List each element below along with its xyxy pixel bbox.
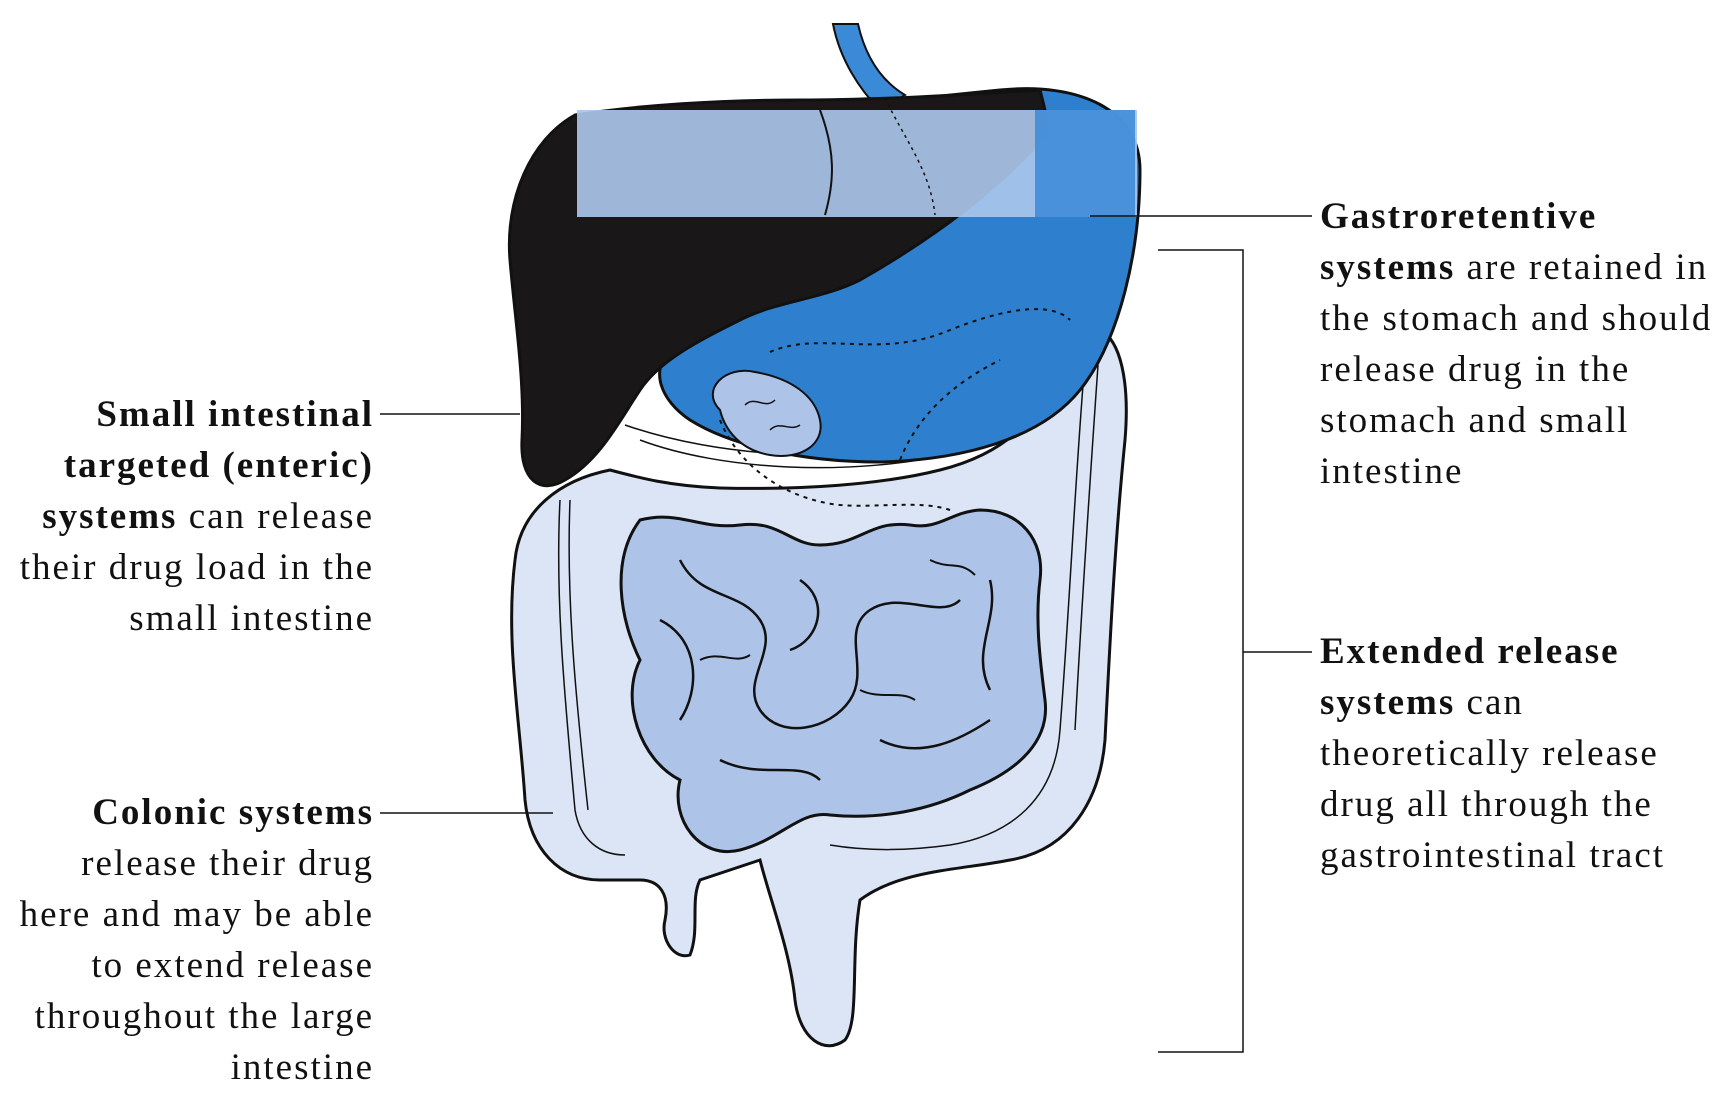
label-small-intestinal: Small intestinal targeted (enteric) syst… [0, 389, 374, 644]
label-gastroretentive: Gastroretentive systems are retained in … [1320, 191, 1720, 497]
label-colonic: Colonic systems release their drug here … [4, 787, 374, 1093]
bracket-extended-release [1158, 250, 1243, 1052]
label-extended-release: Extended release systems can theoretical… [1320, 626, 1680, 881]
label-colonic-body: release their drug here and may be able … [20, 843, 374, 1088]
label-colonic-title: Colonic systems [92, 792, 374, 833]
